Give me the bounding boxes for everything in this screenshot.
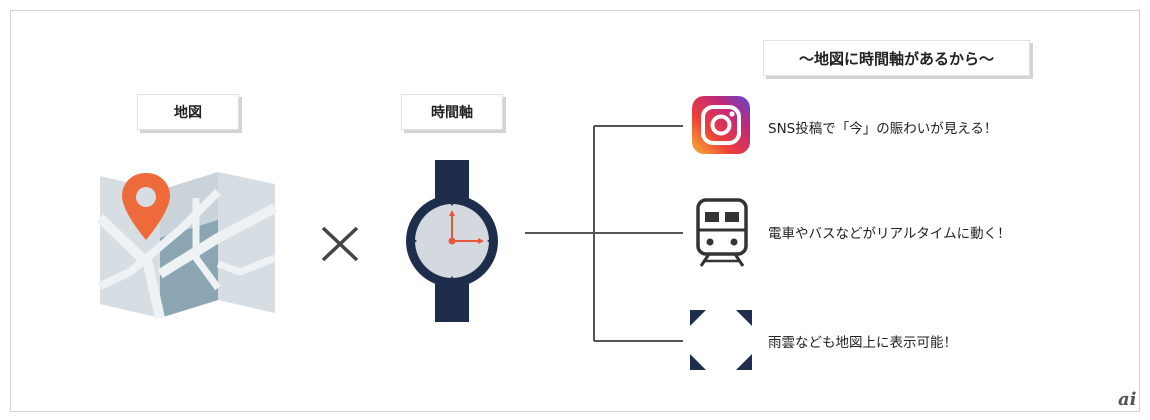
map-icon [96, 172, 278, 320]
feature-text-train: 電車やバスなどがリアルタイムに動く！ [768, 226, 1011, 242]
ai-logo: ai [1118, 389, 1137, 410]
weather-radar-icon [690, 310, 752, 370]
feature-text-weather: 雨雲なども地図上に表示可能！ [768, 335, 957, 351]
map-label: 地図 [137, 94, 239, 130]
feature-text-sns: SNS投稿で「今」の賑わいが見える！ [768, 121, 998, 137]
time-axis-label: 時間軸 [401, 94, 503, 130]
watch-icon [406, 160, 498, 322]
instagram-icon [692, 96, 750, 154]
header-tag: ～地図に時間軸があるから～ [763, 40, 1030, 76]
multiply-icon [321, 226, 359, 262]
train-icon [696, 198, 748, 267]
